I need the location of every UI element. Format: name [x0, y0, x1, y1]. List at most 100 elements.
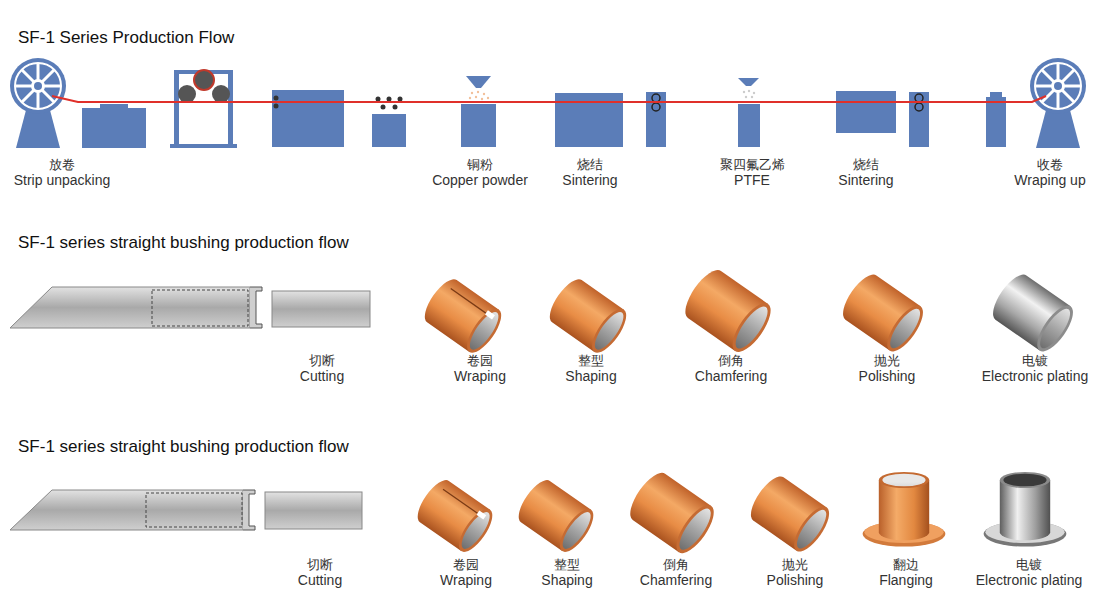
- bushing: [513, 475, 600, 557]
- process-step: 抛光Polishing: [854, 353, 921, 385]
- powder-spray: [469, 91, 489, 100]
- process-step: 铜粉Copper powder: [427, 157, 533, 189]
- step-name-zh: 烧结: [835, 157, 897, 172]
- step-name: Chamfering: [692, 368, 771, 385]
- step-name-zh: 整型: [538, 557, 596, 572]
- reel-spokes: [16, 64, 60, 108]
- bushing: [745, 471, 836, 557]
- step-name: Strip unpacking: [11, 172, 114, 189]
- process-step: 整型Shaping: [536, 557, 598, 589]
- cut-blank: [272, 291, 370, 327]
- process-step: 卷园Wraping: [449, 353, 511, 385]
- strip-line: [52, 96, 1046, 102]
- process-step: 抛光Polishing: [762, 557, 829, 589]
- machine: [82, 104, 146, 148]
- step-name-zh: 卷园: [451, 353, 509, 368]
- sintering-furnace: [836, 91, 896, 133]
- frame-post: [174, 70, 179, 148]
- process-step: 电镀Electronic plating: [971, 557, 1088, 589]
- machine: [272, 90, 344, 147]
- roller: [194, 70, 214, 90]
- step-name-zh: 电镀: [973, 557, 1086, 572]
- reel-spokes: [1036, 64, 1080, 108]
- bushing: [837, 269, 930, 357]
- machine: [738, 104, 760, 147]
- process-step: 倒角Chamfering: [690, 353, 773, 385]
- machine: [461, 104, 496, 147]
- step-name-zh: 抛光: [764, 557, 827, 572]
- process-step: 卷园Wraping: [435, 557, 497, 589]
- frame-post: [228, 70, 233, 148]
- bushing: [412, 475, 499, 557]
- step-name-zh: 切断: [297, 353, 348, 368]
- plated-flanged-bushing: [984, 472, 1067, 547]
- step-name-zh: 翻边: [876, 557, 936, 572]
- step-name-zh: 倒角: [692, 353, 771, 368]
- production-line: [10, 58, 1086, 148]
- bushing: [678, 264, 777, 357]
- step-name: Polishing: [856, 368, 919, 385]
- row-heading: SF-1 series straight bushing production …: [18, 437, 349, 457]
- step-name: Copper powder: [429, 172, 531, 189]
- process-step: 烧结Sintering: [833, 157, 899, 189]
- step-name: Flanging: [876, 572, 936, 589]
- bushing: [623, 467, 720, 558]
- step-name: Electronic plating: [973, 572, 1086, 589]
- frame-base: [170, 144, 237, 148]
- step-name: Cutting: [295, 572, 346, 589]
- step-name: Cutting: [297, 368, 348, 385]
- step-name-zh: 放卷: [11, 157, 114, 172]
- strip-sheet: [10, 287, 262, 328]
- step-name-zh: 卷园: [437, 557, 495, 572]
- step-name-zh: 倒角: [637, 557, 716, 572]
- cut-blank: [265, 492, 362, 529]
- roller: [212, 85, 230, 103]
- process-step: 切断Cutting: [295, 353, 350, 385]
- roller-stand: [646, 92, 666, 147]
- process-step: 切断Cutting: [293, 557, 348, 589]
- process-step: 放卷Strip unpacking: [9, 157, 116, 189]
- process-step: 翻边Flanging: [874, 557, 938, 589]
- reel: [1030, 58, 1086, 114]
- machine: [986, 97, 1006, 147]
- step-name: Electronic plating: [979, 368, 1092, 385]
- step-name: Sintering: [559, 172, 621, 189]
- process-step: 烧结Sintering: [557, 157, 623, 189]
- process-step: 聚四氟乙烯PTFE: [715, 157, 790, 189]
- plated-bushing: [987, 269, 1080, 357]
- step-name: Wraping up: [1011, 172, 1089, 189]
- roller: [178, 85, 196, 103]
- hopper: [466, 76, 491, 88]
- bushing: [419, 274, 508, 358]
- step-name-zh: 切断: [295, 557, 346, 572]
- process-step: 整型Shaping: [560, 353, 622, 385]
- step-name: PTFE: [717, 172, 788, 189]
- step-name: Wraping: [451, 368, 509, 385]
- process-step: 倒角Chamfering: [635, 557, 718, 589]
- step-name-zh: 抛光: [856, 353, 919, 368]
- roller-stand: [909, 92, 929, 147]
- flanged-bushing: [863, 472, 946, 547]
- step-name: Shaping: [562, 368, 620, 385]
- hopper: [738, 78, 759, 86]
- step-name: Wraping: [437, 572, 495, 589]
- process-step: 电镀Electronic plating: [977, 353, 1094, 385]
- diagram-title: SF-1 Series Production Flow: [18, 28, 234, 48]
- step-name-zh: 电镀: [979, 353, 1092, 368]
- step-name: Sintering: [835, 172, 897, 189]
- ptfe-spray: [743, 90, 755, 98]
- step-name-zh: 聚四氟乙烯: [717, 157, 788, 172]
- step-name: Chamfering: [637, 572, 716, 589]
- step-name: Shaping: [538, 572, 596, 589]
- machine: [372, 114, 406, 147]
- bushing: [544, 274, 633, 358]
- process-step: 收卷Wraping up: [1009, 157, 1091, 189]
- step-name-zh: 烧结: [559, 157, 621, 172]
- step-name-zh: 整型: [562, 353, 620, 368]
- step-name: Polishing: [764, 572, 827, 589]
- step-name-zh: 收卷: [1011, 157, 1089, 172]
- step-name-zh: 铜粉: [429, 157, 531, 172]
